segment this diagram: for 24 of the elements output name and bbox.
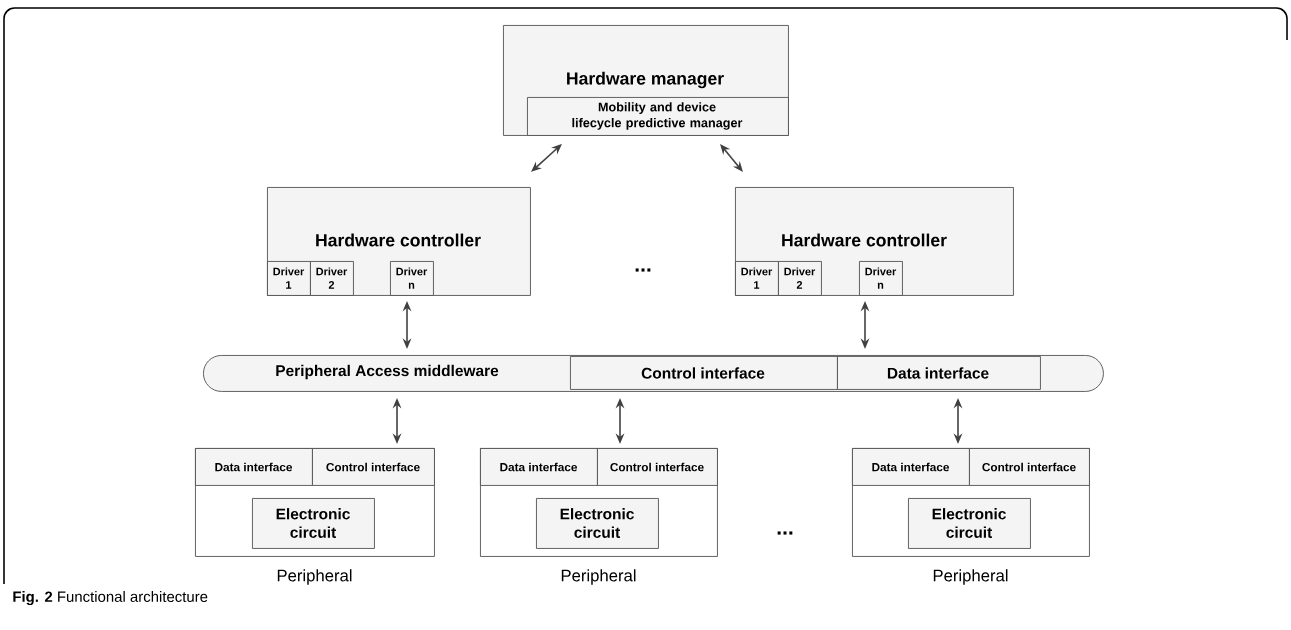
- interface-box: Data interface: [837, 356, 1041, 390]
- interface-box: Control interface: [570, 356, 838, 390]
- interface-cell: Control interface: [597, 448, 718, 486]
- peripheral-label: Peripheral: [561, 569, 636, 585]
- driver-box: Driver 1: [735, 261, 779, 296]
- peripheral-label: Peripheral: [277, 569, 352, 585]
- interface-cell: Data interface: [852, 448, 970, 486]
- driver-box: Driver n: [859, 261, 903, 296]
- circuit-box: Electronic circuit: [252, 498, 375, 549]
- ellipsis-text: ...: [635, 268, 651, 272]
- driver-box: Driver 2: [778, 261, 822, 296]
- driver-box: Driver 1: [267, 261, 311, 296]
- interface-cell: Control interface: [969, 448, 1090, 486]
- driver-box: Driver 2: [310, 261, 354, 296]
- circuit-box: Electronic circuit: [908, 498, 1031, 549]
- sub-box: Mobility and device lifecycle predictive manager: [527, 97, 789, 136]
- driver-box: Driver n: [390, 261, 434, 296]
- interface-cell: Data interface: [480, 448, 598, 486]
- circuit-box: Electronic circuit: [536, 498, 659, 549]
- interface-cell: Data interface: [195, 448, 313, 486]
- peripheral-label: Peripheral: [933, 569, 1008, 585]
- caption-text: Fig. 2 Functional architecture: [13, 591, 208, 605]
- ellipsis-text: ...: [777, 531, 793, 535]
- interface-cell: Control interface: [312, 448, 435, 486]
